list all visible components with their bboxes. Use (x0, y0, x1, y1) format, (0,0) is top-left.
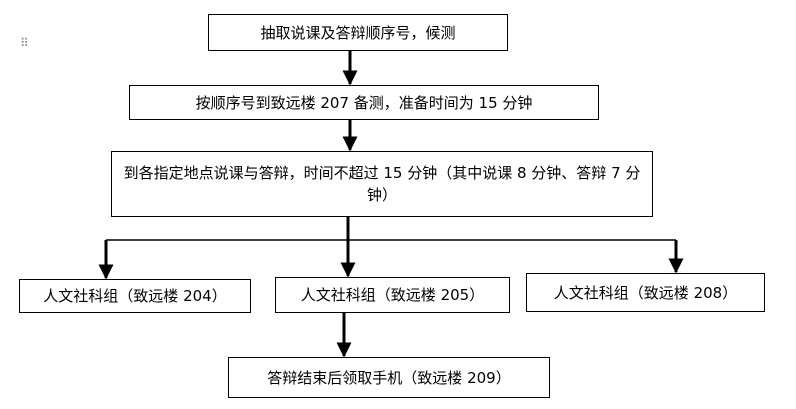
step-draw-order-text: 抽取说课及答辩顺序号，候测 (260, 23, 456, 42)
group-208-text: 人文社科组（致远楼 208） (553, 283, 738, 302)
group-208-box: 人文社科组（致远楼 208） (526, 273, 765, 312)
step-wait-room-text: 按顺序号到致远楼 207 备测，准备时间为 15 分钟 (195, 93, 533, 112)
step-collect-phone: 答辩结束后领取手机（致远楼 209） (228, 357, 550, 398)
group-204-text: 人文社科组（致远楼 204） (43, 287, 227, 305)
step-present: 到各指定地点说课与答辩，时间不超过 15 分钟（其中说课 8 分钟、答辩 7 分… (111, 151, 653, 217)
group-205-box: 人文社科组（致远楼 205） (275, 277, 510, 313)
step-present-text: 到各指定地点说课与答辩，时间不超过 15 分钟（其中说课 8 分钟、答辩 7 分… (123, 164, 641, 204)
drag-handle-icon[interactable]: ⠿ (20, 36, 29, 50)
group-204-box: 人文社科组（致远楼 204） (19, 279, 251, 313)
step-collect-phone-text: 答辩结束后领取手机（致远楼 209） (267, 368, 511, 387)
step-wait-room: 按顺序号到致远楼 207 备测，准备时间为 15 分钟 (129, 85, 599, 120)
group-205-text: 人文社科组（致远楼 205） (300, 286, 485, 304)
step-draw-order: 抽取说课及答辩顺序号，候测 (208, 14, 508, 51)
